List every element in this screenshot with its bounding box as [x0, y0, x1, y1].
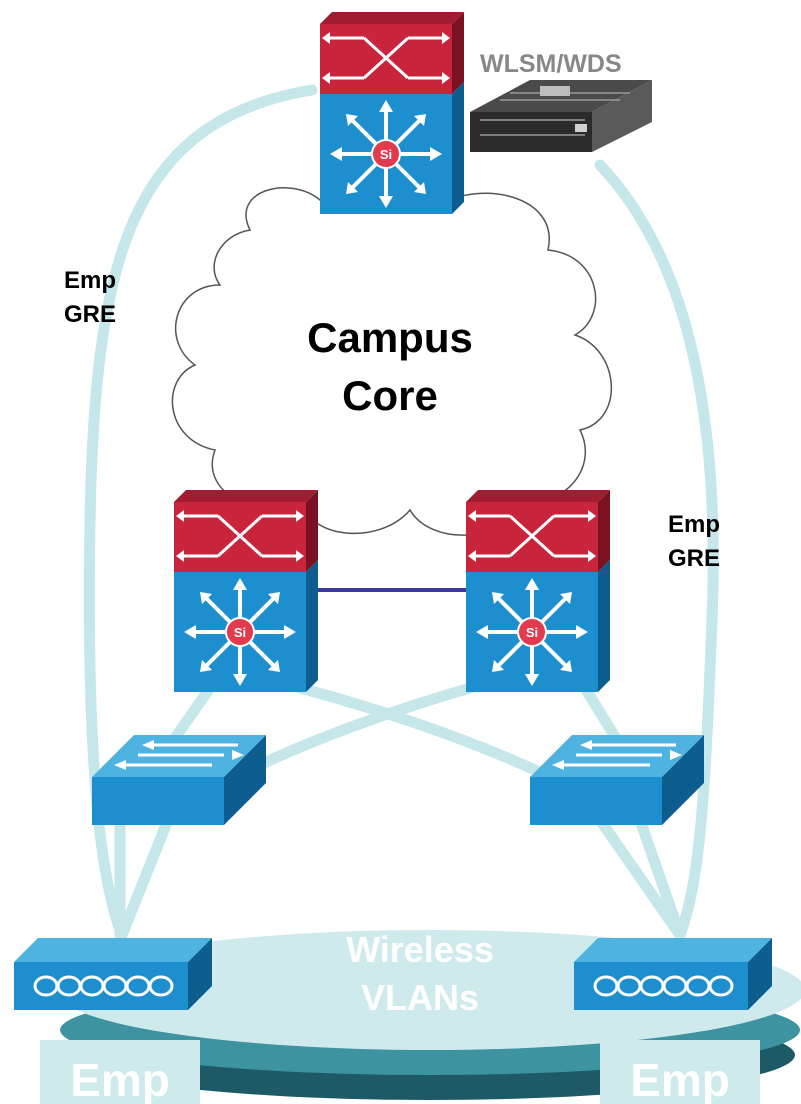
core-label-line1: Campus [307, 314, 473, 361]
emp-block-left [40, 1040, 200, 1104]
distribution-switch-right-icon [464, 488, 612, 694]
wlsm-label: WLSM/WDS [480, 50, 622, 78]
wlsm-blade-icon [470, 80, 652, 152]
emp-gre-left-line1: Emp [64, 267, 116, 294]
access-point-left-icon [12, 936, 214, 1012]
core-switch-icon [318, 10, 466, 216]
access-switch-right-icon [528, 733, 706, 827]
campus-core-cloud: Campus Core [171, 175, 613, 536]
emp-gre-right-line1: Emp [668, 511, 720, 538]
wireless-label-line2: VLANs [361, 977, 479, 1018]
distribution-switch-left-icon [172, 488, 320, 694]
emp-block-right [600, 1040, 760, 1104]
emp-bottom-left: Emp [70, 1054, 170, 1104]
core-label-line2: Core [342, 372, 438, 419]
emp-gre-right-line2: GRE [668, 545, 720, 572]
access-switch-left-icon [90, 733, 268, 827]
emp-bottom-right: Emp [630, 1054, 730, 1104]
emp-gre-left-line2: GRE [64, 301, 116, 328]
wireless-label-line1: Wireless [346, 929, 494, 970]
access-point-right-icon [572, 936, 774, 1012]
